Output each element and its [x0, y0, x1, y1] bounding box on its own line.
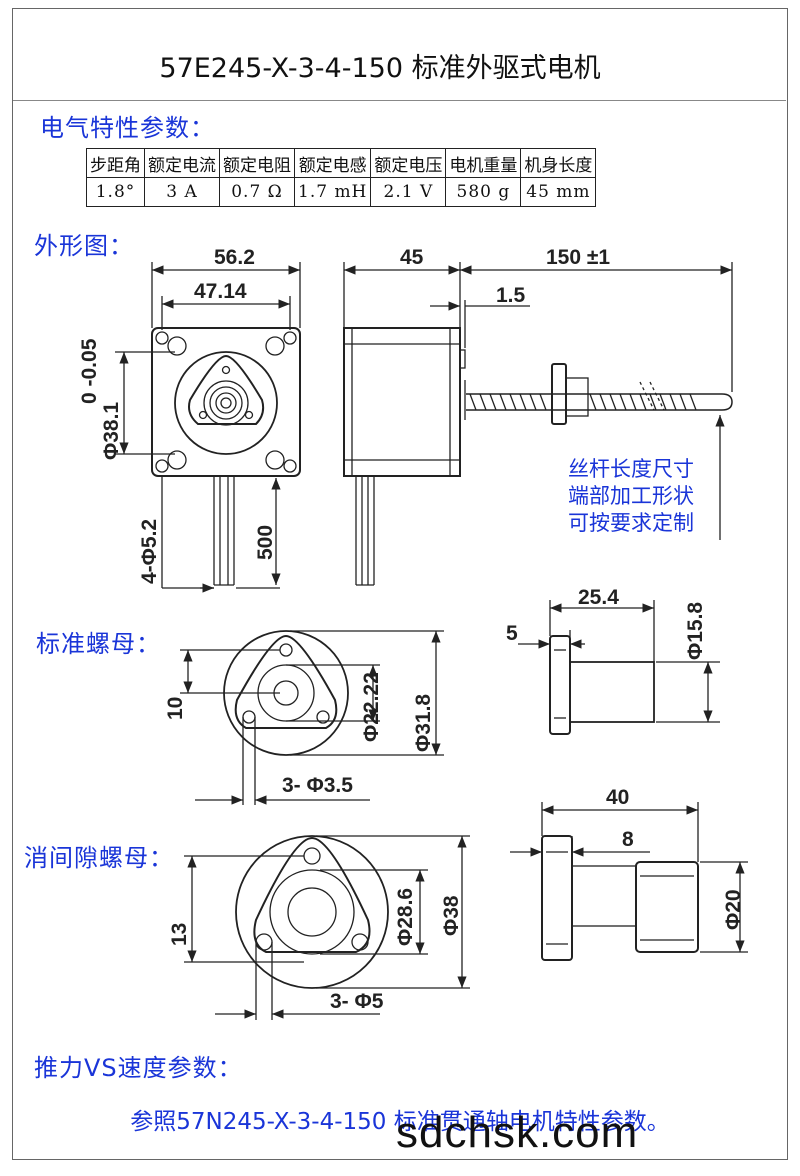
footer-note: 参照57N245-X-3-4-150 标准贯通轴电机特性参数。 — [130, 1109, 670, 1135]
antibacklash-nut-front-view — [235, 835, 389, 989]
section-thrust: 推力VS速度参数： — [34, 1054, 243, 1082]
standard-nut-side-view — [549, 635, 655, 735]
dim-ab-inner: Φ28.6 — [394, 888, 417, 946]
section-electrical: 电气特性参数： — [40, 114, 215, 142]
dim-std-outer: Φ31.8 — [412, 694, 435, 752]
title-divider — [13, 100, 786, 101]
dim-ab-height: 13 — [168, 923, 191, 946]
spec-value: 580 g — [445, 177, 522, 207]
dim-shoulder: 1.5 — [496, 284, 526, 307]
dim-std-holes: 3- Φ3.5 — [282, 774, 353, 797]
spec-value: 45 mm — [520, 177, 597, 207]
dim-ab-length: 40 — [606, 786, 629, 809]
spec-value: 2.1 V — [370, 177, 447, 207]
dim-pilot: Φ38.1 — [100, 402, 123, 460]
spec-header: 电机重量 — [445, 148, 522, 178]
dim-std-flange: 5 — [506, 622, 518, 645]
spec-header: 机身长度 — [520, 148, 597, 178]
section-antibacklash-nut: 消间隙螺母： — [24, 844, 174, 872]
dim-ab-outer: Φ38 — [440, 895, 463, 936]
motor-front-view — [151, 327, 301, 586]
note-line-3: 可按要求定制 — [568, 512, 694, 535]
page-frame — [12, 8, 788, 1160]
spec-header: 步距角 — [86, 148, 145, 178]
spec-value: 3 A — [144, 177, 220, 207]
watermark: sdchsk.com — [396, 1108, 639, 1157]
spec-value-row: 1.8° 3 A 0.7 Ω 1.7 mH 2.1 V 580 g 45 mm — [86, 177, 597, 207]
spec-header-row: 步距角 额定电流 额定电阻 额定电感 额定电压 电机重量 机身长度 — [86, 148, 597, 178]
spec-header: 额定电感 — [293, 148, 372, 178]
spec-value: 1.8° — [86, 177, 145, 207]
dim-std-length: 25.4 — [578, 586, 619, 609]
note-line-2: 端部加工形状 — [568, 485, 694, 508]
dim-width: 56.2 — [214, 246, 255, 269]
spec-header: 额定电阻 — [219, 148, 295, 178]
dim-ab-flange: 8 — [622, 828, 634, 851]
spec-value: 0.7 Ω — [219, 177, 295, 207]
dim-holes: 4-Φ5.2 — [138, 519, 161, 584]
spec-header: 额定电流 — [144, 148, 220, 178]
page-title: 57E245-X-3-4-150 标准外驱式电机 — [159, 53, 601, 84]
dim-std-height: 10 — [164, 697, 187, 720]
dim-std-inner: Φ22.22 — [360, 672, 383, 742]
dim-screw-length: 150 ±1 — [546, 246, 610, 269]
section-outline: 外形图： — [34, 232, 134, 260]
dim-ab-body-dia: Φ20 — [722, 889, 745, 930]
antibacklash-nut-side-view — [541, 835, 699, 961]
spec-table: 步距角 额定电流 额定电阻 额定电感 额定电压 电机重量 机身长度 1.8° 3… — [86, 148, 597, 207]
dim-lead-length: 500 — [254, 525, 277, 560]
dim-hole-pitch: 47.14 — [194, 280, 247, 303]
spec-value: 1.7 mH — [293, 177, 372, 207]
dim-body-length: 45 — [400, 246, 424, 269]
section-standard-nut: 标准螺母： — [36, 630, 161, 658]
dim-std-body-dia: Φ15.8 — [684, 602, 707, 660]
note-line-1: 丝杆长度尺寸 — [568, 458, 694, 481]
dim-pilot-tol: 0 -0.05 — [78, 338, 101, 404]
dim-ab-holes: 3- Φ5 — [330, 990, 384, 1013]
motor-side-view — [343, 327, 733, 586]
